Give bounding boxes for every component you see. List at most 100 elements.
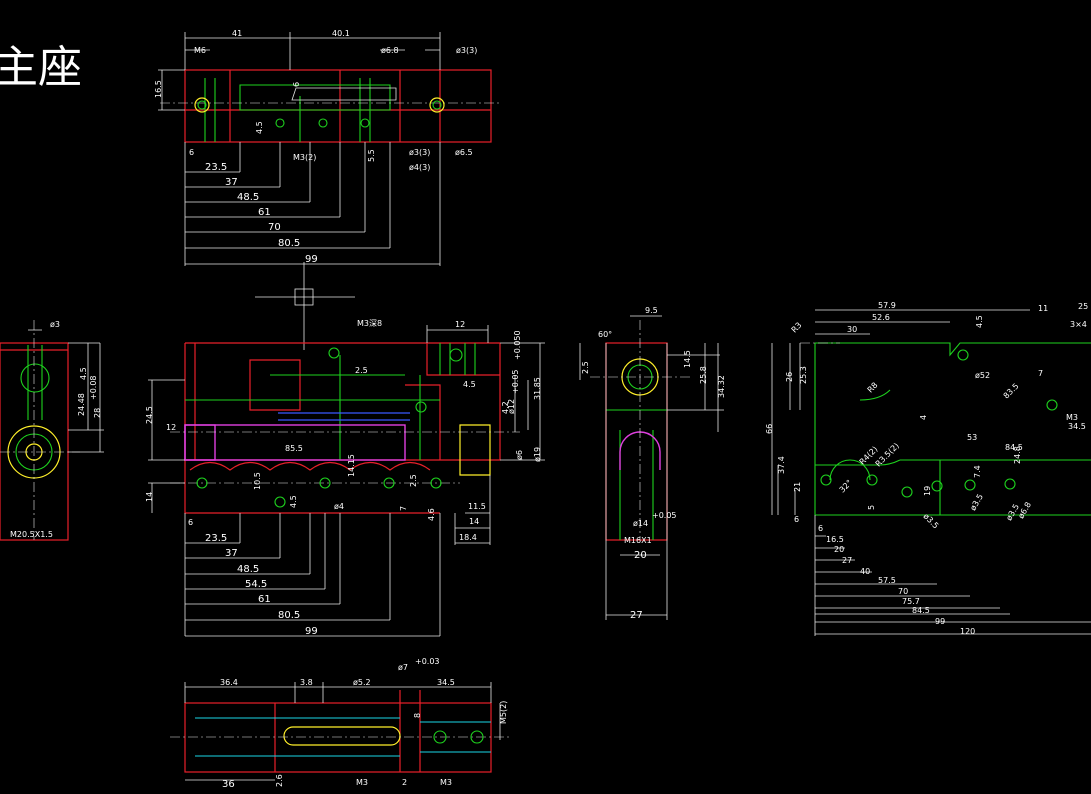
dim-label: 27	[630, 610, 643, 621]
dim-label: 14	[469, 517, 479, 526]
dim-label: 37	[225, 548, 238, 559]
dim-label: 61	[258, 207, 271, 218]
dim-label: M3深8	[357, 319, 382, 328]
dim-label: 99	[305, 254, 318, 265]
dim-label: 14.15	[347, 454, 356, 477]
dim-label: 75.7	[902, 597, 920, 606]
dim-label: 4.5	[975, 315, 984, 328]
dim-label: 25.3	[799, 366, 808, 384]
dim-label: 32°	[838, 478, 854, 494]
dim-tolerance: +0.05	[652, 511, 677, 520]
dim-label: 18.4	[459, 533, 477, 542]
dim-label: 99	[935, 617, 945, 626]
dim-label: 4.6	[427, 508, 436, 521]
dim-label: 7	[399, 506, 408, 511]
dim-label: M3	[1066, 413, 1078, 422]
dim-label: 4	[919, 415, 928, 420]
dim-label: 34.5	[1068, 422, 1086, 431]
dim-label: 4.5	[463, 380, 476, 389]
dim-label: R3	[790, 321, 804, 335]
dim-label: 37	[225, 177, 238, 188]
dim-label: M16X1	[624, 536, 652, 545]
right-view-outline	[814, 342, 1091, 516]
dim-label: 66	[765, 424, 774, 434]
dim-label: 53	[967, 433, 977, 442]
dim-label: 4.5	[289, 495, 298, 508]
dim-label: 34.32	[717, 375, 726, 398]
dim-label: 34.5	[437, 678, 455, 687]
dim-label: ø3(3)	[456, 46, 477, 55]
dim-tolerance: +0.050	[513, 330, 522, 360]
dim-tolerance: +0.05	[511, 369, 520, 394]
dim-label: 6	[189, 148, 194, 157]
dim-label: 2.6	[275, 774, 284, 787]
dim-label: M3	[440, 778, 452, 787]
dim-label: M3(2)	[293, 153, 316, 162]
dim-label: 11	[1038, 304, 1048, 313]
dim-label: 25	[1078, 302, 1088, 311]
dim-label: 27	[842, 556, 852, 565]
dim-label: ø3(3)	[409, 148, 430, 157]
dim-label: ø7	[398, 663, 408, 672]
dim-label: ø4(3)	[409, 163, 430, 172]
dim-label: 10.5	[253, 472, 262, 490]
dim-label: 28	[93, 408, 102, 418]
dim-label: 24.48	[77, 393, 86, 416]
bottom-view-outline	[184, 702, 492, 773]
dim-label: 2	[402, 778, 407, 787]
dim-label: 52.6	[872, 313, 890, 322]
dim-label: 4.2	[501, 401, 510, 414]
dim-label: 2.5	[409, 474, 418, 487]
dim-label: 24.8	[1013, 446, 1022, 464]
dim-tolerance: +0.03	[415, 657, 440, 666]
dim-label: ø52	[975, 371, 990, 380]
dim-label: ø6.5	[455, 148, 473, 157]
dim-label: 4.5	[79, 367, 88, 380]
side-view: 9.5 60° 2.5 14.5 25.8 34.32 ø14 +0.05 M1…	[579, 306, 726, 621]
dim-label: 2.5	[355, 366, 368, 375]
bottom-view: 36.4 3.8 ø5.2 ø7 34.5 +0.03 M5(2) 8 36 2…	[170, 657, 510, 790]
dim-label: 70	[268, 222, 281, 233]
dim-label: ø14	[633, 519, 648, 528]
dim-label: 5	[867, 505, 876, 510]
dim-label: 11.5	[468, 502, 486, 511]
dim-label: R8	[866, 381, 880, 395]
dim-label: 26	[785, 372, 794, 382]
dim-label: ø3.5	[968, 492, 985, 512]
dim-label: 70	[898, 587, 908, 596]
dim-label: 24.5	[145, 406, 154, 424]
dim-label: 7.4	[973, 465, 982, 478]
dim-label: 16.5	[154, 80, 163, 98]
dim-label: M20.5X1.5	[10, 530, 53, 539]
dim-label: 36	[222, 779, 235, 790]
dim-label: ø19	[533, 447, 542, 462]
dim-label: 99	[305, 626, 318, 637]
dim-label: 19	[923, 486, 932, 496]
dim-label: 41	[232, 29, 242, 38]
dim-label: 20	[834, 545, 844, 554]
dim-tolerance: +0.08	[89, 375, 98, 400]
dim-label: 4.5	[255, 121, 264, 134]
dim-label: 23.5	[205, 162, 227, 173]
dim-label: 30	[847, 325, 857, 334]
dim-label: 16.5	[826, 535, 844, 544]
dim-label: 31.85	[533, 377, 542, 400]
dim-label: 120	[960, 627, 975, 636]
right-view: 57.9 52.6 30 R3 4.5 ø52 11 25 3×4 66 26 …	[765, 301, 1091, 636]
dim-label: 80.5	[278, 238, 300, 249]
dim-label: M6	[194, 46, 206, 55]
dim-label: ø6.8	[381, 46, 399, 55]
dim-label: 12	[455, 320, 465, 329]
dim-label: 60°	[598, 330, 612, 339]
dim-label: 57.5	[878, 576, 896, 585]
dim-label: 23.5	[205, 533, 227, 544]
dim-label: 7	[1038, 369, 1043, 378]
dim-label: 2.5	[581, 361, 590, 374]
dim-label: 57.9	[878, 301, 896, 310]
dim-label: 84.5	[1005, 443, 1023, 452]
dim-label: 40	[860, 567, 870, 576]
dim-label: 54.5	[245, 579, 267, 590]
dim-label: 48.5	[237, 192, 259, 203]
dim-label: 8	[413, 713, 422, 718]
